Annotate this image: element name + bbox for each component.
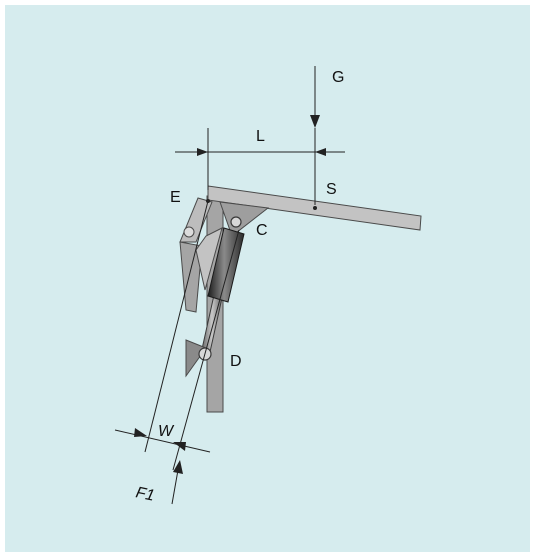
force-f1-arrow — [171, 460, 183, 505]
label-s: S — [326, 181, 337, 198]
dimension-arrows — [134, 148, 326, 451]
label-w: W — [158, 423, 175, 440]
label-c: C — [256, 222, 268, 239]
pivot-c — [230, 216, 242, 228]
w-arrow-right — [173, 442, 186, 451]
bracket-c — [219, 201, 270, 237]
folded-linkage — [179, 197, 223, 313]
construction-lines — [114, 128, 345, 471]
label-f1: F1 — [134, 484, 156, 505]
gas-spring-cylinder — [207, 227, 245, 303]
label-e: E — [170, 189, 181, 206]
centre-of-mass-s — [313, 206, 317, 210]
diagram-background — [5, 5, 530, 552]
l-arrow-left — [197, 148, 208, 156]
force-g-arrow — [310, 66, 320, 128]
l-arrow-right — [315, 148, 326, 156]
w-arrow-left — [134, 428, 147, 437]
label-d: D — [230, 353, 242, 370]
label-g: G — [332, 69, 344, 86]
label-l: L — [256, 128, 265, 145]
